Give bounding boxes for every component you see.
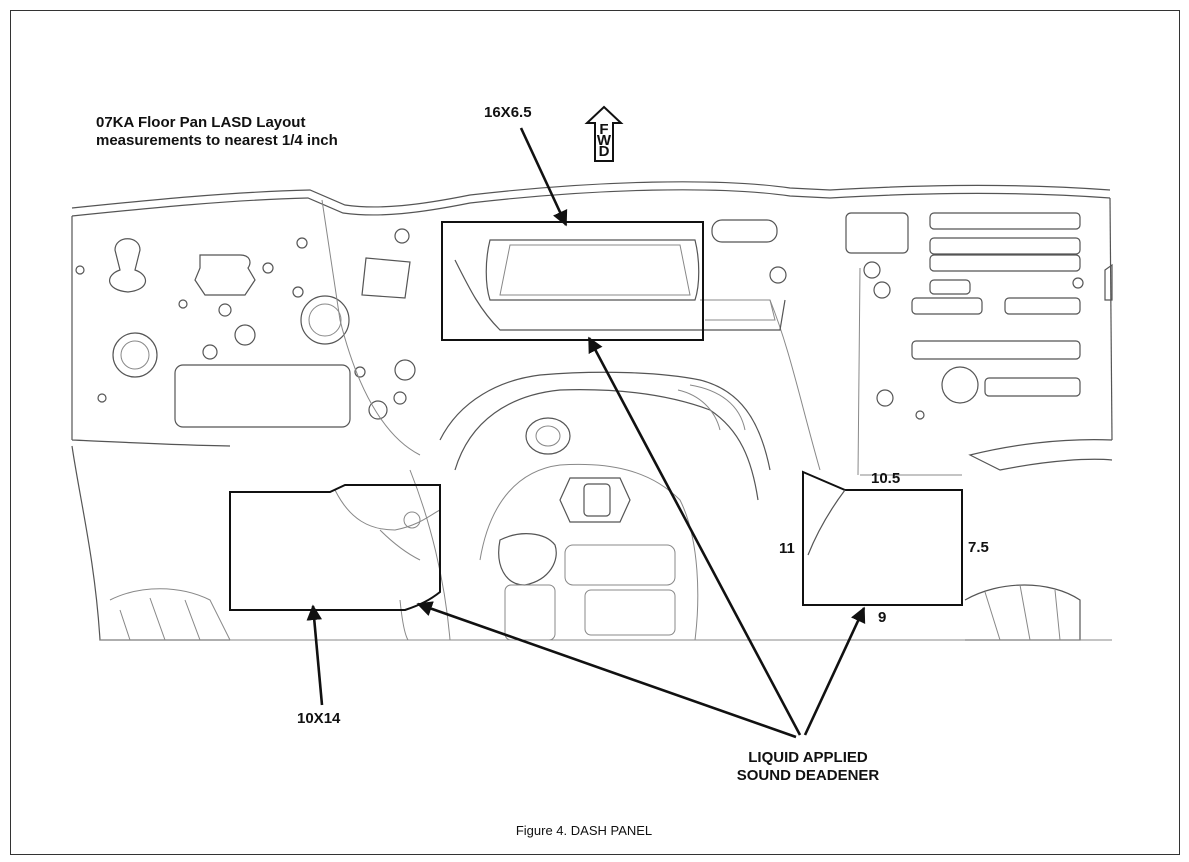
left-patch-label: 10X14 [297,710,341,727]
left-patch-outline [229,484,441,611]
dash-panel-drawing [71,181,1113,641]
right-patch-bottom-dimension: 9 [878,609,886,626]
title-line-1: 07KA Floor Pan LASD Layout [96,114,305,131]
right-patch-right-dimension: 7.5 [968,539,989,556]
arrow-deadener-right [803,606,866,736]
top-patch-outline [441,221,704,341]
fwd-letter-w: W [597,132,612,149]
forward-arrow-icon: F W D [584,105,624,162]
figure-caption: Figure 4. DASH PANEL [516,823,652,838]
right-patch-top-dimension: 10.5 [871,470,900,487]
arrow-top-patch [519,127,568,227]
title-line-2: measurements to nearest 1/4 inch [96,132,338,149]
fwd-letter-f: F [599,121,608,138]
top-patch-label: 16X6.5 [484,104,532,121]
right-patch-left-dimension: 11 [779,540,795,557]
arrow-deadener-top [587,336,802,736]
arrow-deadener-left [416,601,797,739]
callout-line-1: LIQUID APPLIED [748,749,868,766]
callout-line-2: SOUND DEADENER [737,767,880,784]
fwd-letter-d: D [599,143,610,160]
right-patch-diagonal [807,489,846,556]
arrow-left-patch [306,604,324,706]
right-patch-outline [802,470,963,606]
